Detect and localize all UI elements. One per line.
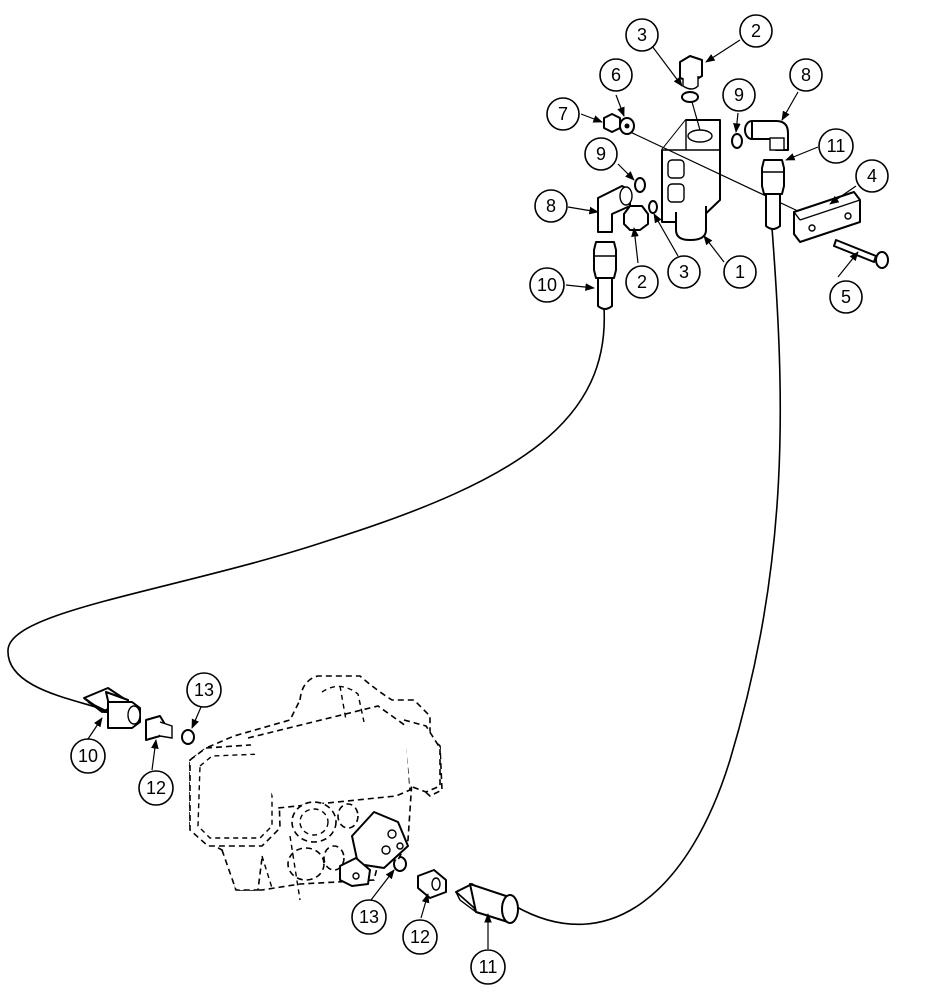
callout-label: 13: [359, 907, 379, 927]
callout: 9: [722, 78, 756, 112]
o-ring-right: [731, 133, 743, 149]
callout-label: 6: [611, 65, 621, 85]
callout: 5: [829, 280, 863, 314]
callout-label: 10: [537, 275, 557, 295]
callout-label: 9: [596, 144, 606, 164]
callout-label: 11: [479, 957, 498, 977]
hose-end-right: [455, 883, 519, 924]
adapter-left: [145, 715, 173, 741]
callout: 8: [789, 58, 823, 92]
callout-label: 3: [637, 25, 647, 45]
callout-label: 2: [637, 272, 647, 292]
callout: 4: [855, 159, 889, 193]
hose-right: [514, 227, 782, 926]
callout-label: 12: [146, 778, 166, 798]
filter-assembly: [661, 119, 721, 241]
callout: 12: [138, 770, 174, 806]
washer: [619, 117, 635, 135]
callout: 10: [70, 738, 106, 774]
elbow-fitting-left: [597, 185, 633, 233]
plug-top: [679, 55, 703, 90]
callout-label: 10: [78, 746, 98, 766]
callout: 13: [351, 899, 387, 935]
o-ring-left: [634, 177, 646, 193]
callout: 11: [470, 949, 506, 985]
callout-label: 1: [735, 262, 745, 282]
mounting-plate: [793, 191, 861, 243]
callout: 9: [584, 137, 618, 171]
callout: 13: [186, 672, 222, 708]
callout-label: 9: [734, 85, 744, 105]
o-ring-bottom-left: [181, 729, 195, 745]
hose-nut-right-top: [761, 159, 785, 230]
callout: 1: [723, 255, 757, 289]
callout: 11: [818, 128, 854, 164]
bolt: [833, 239, 889, 269]
callout-label: 8: [546, 196, 556, 216]
callout-label: 4: [867, 166, 877, 186]
hose-nut-left-top: [593, 241, 617, 310]
filter-canister: [675, 206, 707, 241]
callout: 6: [599, 58, 633, 92]
callout: 8: [534, 189, 568, 223]
pump-housing: [189, 675, 443, 901]
elbow-fitting-right: [744, 120, 789, 151]
nut: [603, 113, 621, 133]
callout-label: 12: [410, 927, 430, 947]
callout-label: 13: [194, 680, 214, 700]
callout: 12: [402, 919, 438, 955]
callout-label: 5: [841, 287, 851, 307]
leader-arrows: [87, 39, 859, 949]
hose-end-left: [83, 687, 141, 729]
plug-left: [623, 205, 649, 231]
hose-left: [7, 307, 606, 711]
o-ring-top: [681, 91, 699, 103]
callout: 2: [625, 265, 659, 299]
o-ring-left-lower: [648, 200, 658, 214]
adapter-right: [417, 869, 447, 899]
callout-label: 2: [751, 21, 761, 41]
callout: 7: [546, 97, 580, 131]
callout-label: 7: [558, 104, 568, 124]
callout: 2: [739, 14, 773, 48]
callout-label: 8: [801, 65, 811, 85]
callout-label: 3: [679, 262, 689, 282]
callout-label: 11: [827, 136, 846, 156]
callout: 3: [625, 18, 659, 52]
callout: 3: [667, 255, 701, 289]
callout: 10: [529, 267, 565, 303]
